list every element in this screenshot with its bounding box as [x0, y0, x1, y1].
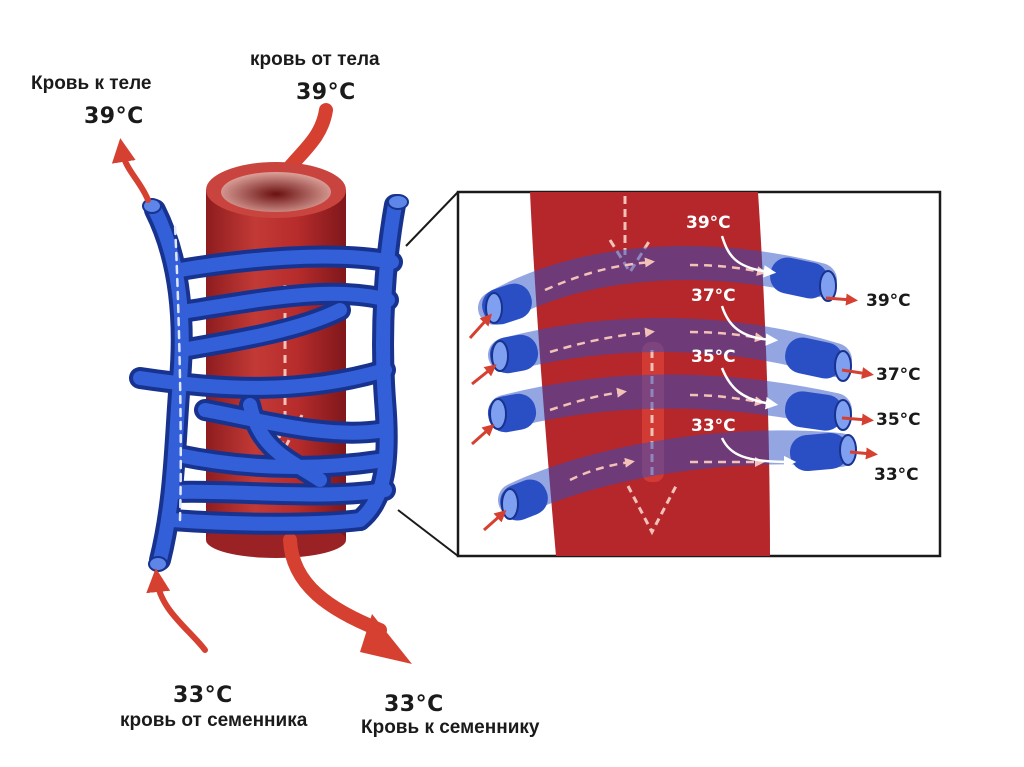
temp-blood-from-body: 39°C: [296, 80, 356, 105]
inset-outflow-temp: 33°C: [874, 465, 919, 485]
caption-blood-from-body: кровь от тела: [250, 49, 380, 70]
temp-blood-to-body: 39°C: [84, 104, 144, 129]
inset-inner-temp: 37°C: [691, 286, 736, 306]
heat-exchange-inset: 39°C 37°C 35°C 33°C 39°C 37°C 35°C 33°C: [456, 190, 942, 558]
temp-blood-from-testis: 33°C: [173, 683, 233, 708]
inset-inner-temp: 33°C: [691, 416, 736, 436]
inset-connector-top: [405, 191, 459, 247]
inset-inner-temp: 39°C: [686, 213, 731, 233]
inset-outflow-temp: 35°C: [876, 410, 921, 430]
arrow-from-testis: [146, 568, 208, 653]
inset-outflow-temp: 39°C: [866, 291, 911, 311]
inset-inner-temp: 35°C: [691, 347, 736, 367]
arrow-to-testis-head: [360, 614, 412, 664]
arrow-to-testis: [283, 533, 387, 637]
inset-outflow-temp: 37°C: [876, 365, 921, 385]
caption-blood-to-testis: Кровь к семеннику: [361, 717, 540, 738]
inset-connector-bottom: [397, 509, 459, 557]
caption-blood-from-testis: кровь от семенника: [120, 710, 308, 731]
artery-vein-illustration: [111, 103, 412, 664]
caption-blood-to-body: Кровь к теле: [31, 73, 152, 94]
venous-plexus: [129, 194, 409, 572]
artery-lumen: [221, 172, 331, 212]
arrow-to-body: [111, 138, 151, 203]
temp-blood-to-testis: 33°C: [384, 692, 444, 717]
